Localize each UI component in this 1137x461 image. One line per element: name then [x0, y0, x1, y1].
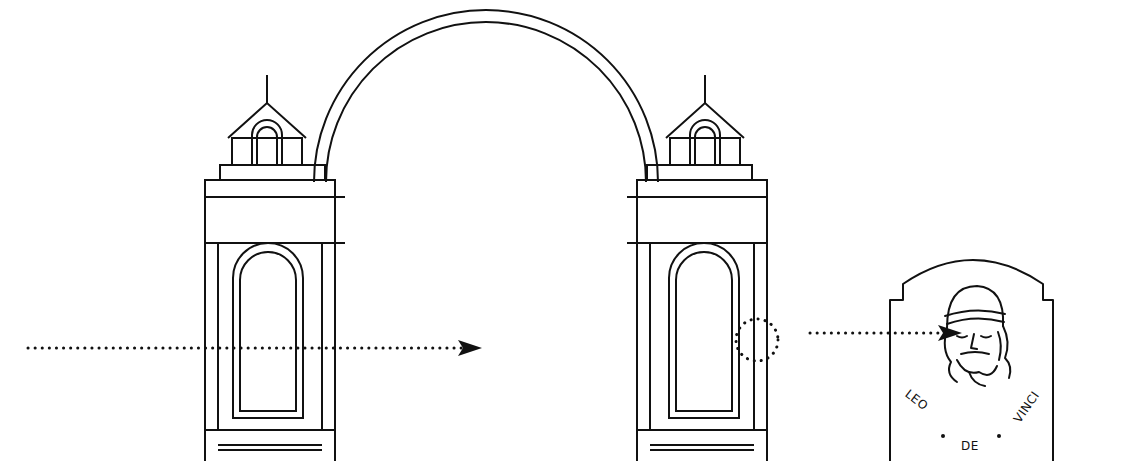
- badge-outline: [885, 250, 1060, 461]
- dotted-circle: [736, 319, 778, 361]
- dotted-path: [810, 332, 942, 335]
- dotted-path: [28, 347, 462, 350]
- arrow-head: [938, 325, 962, 341]
- arrow-head: [458, 340, 482, 356]
- leo-de-vinci-badge: LEO DE VINCI: [885, 250, 1060, 461]
- right-pillar: [627, 75, 767, 461]
- arch-outer: [314, 10, 658, 182]
- arch-inner: [326, 22, 646, 182]
- left-pillar: [205, 75, 345, 461]
- badge-text: DE: [961, 440, 979, 452]
- badge-text: VINCI: [1012, 389, 1042, 425]
- badge-text: LEO: [903, 388, 930, 413]
